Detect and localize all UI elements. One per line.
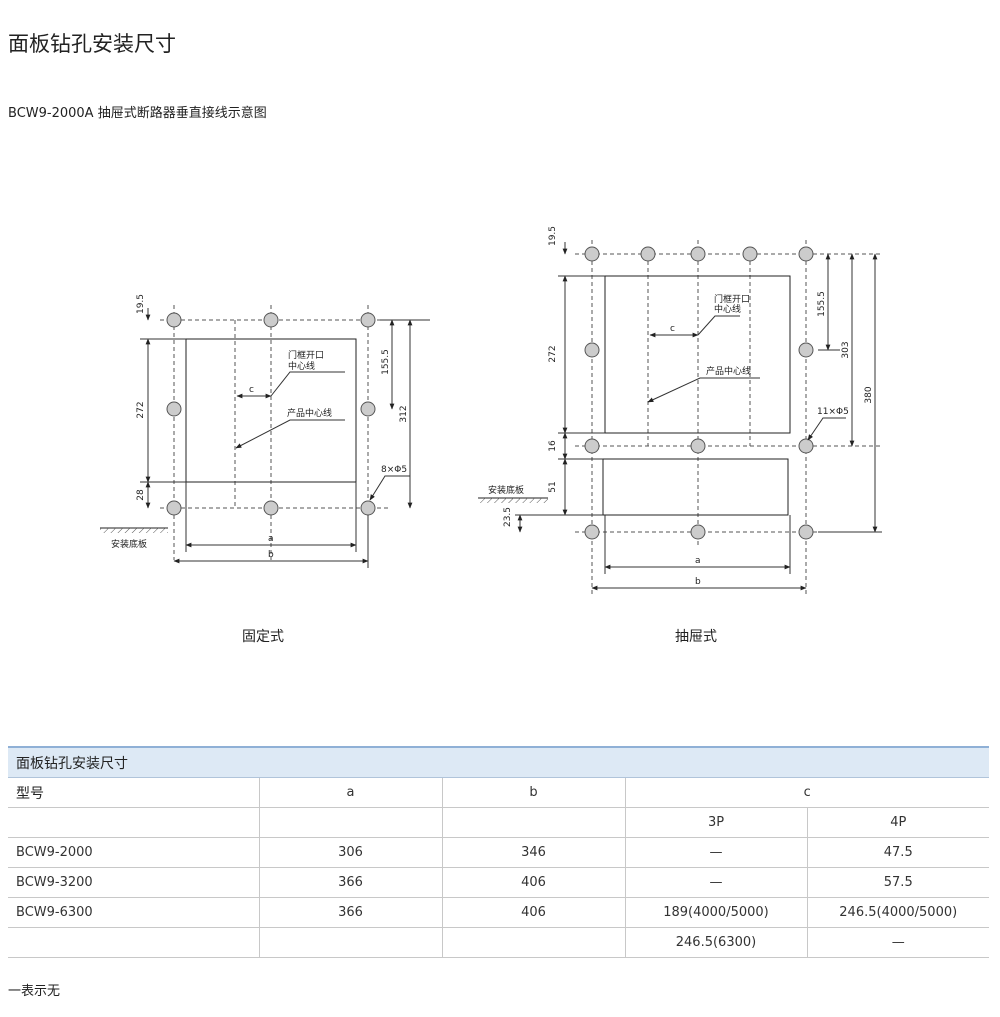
dim-272: 272 [136, 401, 146, 418]
fixed-type-caption: 固定式 [242, 629, 284, 645]
drawer-type-caption: 抽屉式 [675, 629, 717, 645]
footnote: 一表示无 [8, 984, 61, 999]
label-b: b [268, 550, 274, 560]
door-opening [185, 338, 357, 483]
dim-272: 272 [548, 345, 558, 362]
label-product-center: 产品中心线 [287, 407, 332, 419]
label-a: a [695, 556, 701, 566]
label-door-opening: 门框开口 [288, 349, 324, 361]
label-door-opening: 门框开口 [714, 293, 750, 305]
header-b: b [441, 777, 625, 808]
dim-28: 28 [136, 489, 146, 501]
header-model: 型号 [8, 777, 259, 808]
drawer-type-labels: 19.5 272 16 51 23.5 155.5 303 380 门框开口 中… [488, 226, 874, 587]
dim-380: 380 [864, 386, 874, 403]
label-holes: 8×Φ5 [381, 465, 407, 475]
label-mounting-plate: 安装底板 [111, 538, 147, 550]
diagram-subtitle: BCW9-2000A 抽屉式断路器垂直接线示意图 [8, 106, 267, 121]
dim-155-5: 155.5 [817, 291, 827, 317]
drawer-type-diagram [478, 240, 882, 595]
lower-opening [602, 458, 789, 516]
table-row: BCW9-6300 366 406 189(4000/5000) 246.5(4… [8, 897, 989, 928]
mounting-holes [166, 312, 376, 516]
dim-19-5: 19.5 [548, 226, 558, 246]
table-row: BCW9-3200 366 406 — 57.5 [8, 867, 989, 898]
fixed-type-diagram [100, 305, 430, 568]
mounting-diagrams: 19.5 272 28 155.5 312 门框开口 中心线 产品中心线 c 8… [100, 226, 882, 595]
dim-312: 312 [399, 405, 409, 422]
label-center-line: 中心线 [714, 303, 741, 315]
dim-303: 303 [841, 341, 851, 358]
page-title: 面板钻孔安装尺寸 [8, 32, 176, 56]
table-header-row: 型号 a b c [8, 777, 989, 808]
header-4p: 4P [806, 807, 989, 838]
fixed-type-labels: 19.5 272 28 155.5 312 门框开口 中心线 产品中心线 c 8… [111, 294, 409, 560]
label-mounting-plate: 安装底板 [488, 484, 524, 496]
label-holes: 11×Φ5 [817, 407, 849, 417]
spec-table: 面板钻孔安装尺寸 型号 a b c 3P 4P BCW9-2000 306 34… [8, 746, 989, 958]
label-center-line: 中心线 [288, 360, 315, 372]
dim-16: 16 [548, 440, 558, 452]
header-a: a [258, 777, 442, 808]
dim-19-5: 19.5 [136, 294, 146, 314]
header-c: c [624, 777, 989, 808]
mounting-holes [584, 246, 814, 540]
header-3p: 3P [624, 807, 807, 838]
table-subheader-row: 3P 4P [8, 807, 989, 838]
dim-155-5: 155.5 [381, 349, 391, 375]
table-row: 246.5(6300) — [8, 927, 989, 958]
door-opening [604, 275, 791, 434]
label-a: a [268, 534, 274, 544]
label-b: b [695, 577, 701, 587]
label-product-center: 产品中心线 [706, 365, 751, 377]
dim-23-5: 23.5 [503, 507, 513, 527]
label-c: c [670, 324, 675, 334]
dim-51: 51 [548, 481, 558, 492]
table-row: BCW9-2000 306 346 — 47.5 [8, 837, 989, 868]
label-c: c [249, 385, 254, 395]
table-caption: 面板钻孔安装尺寸 [8, 746, 989, 778]
